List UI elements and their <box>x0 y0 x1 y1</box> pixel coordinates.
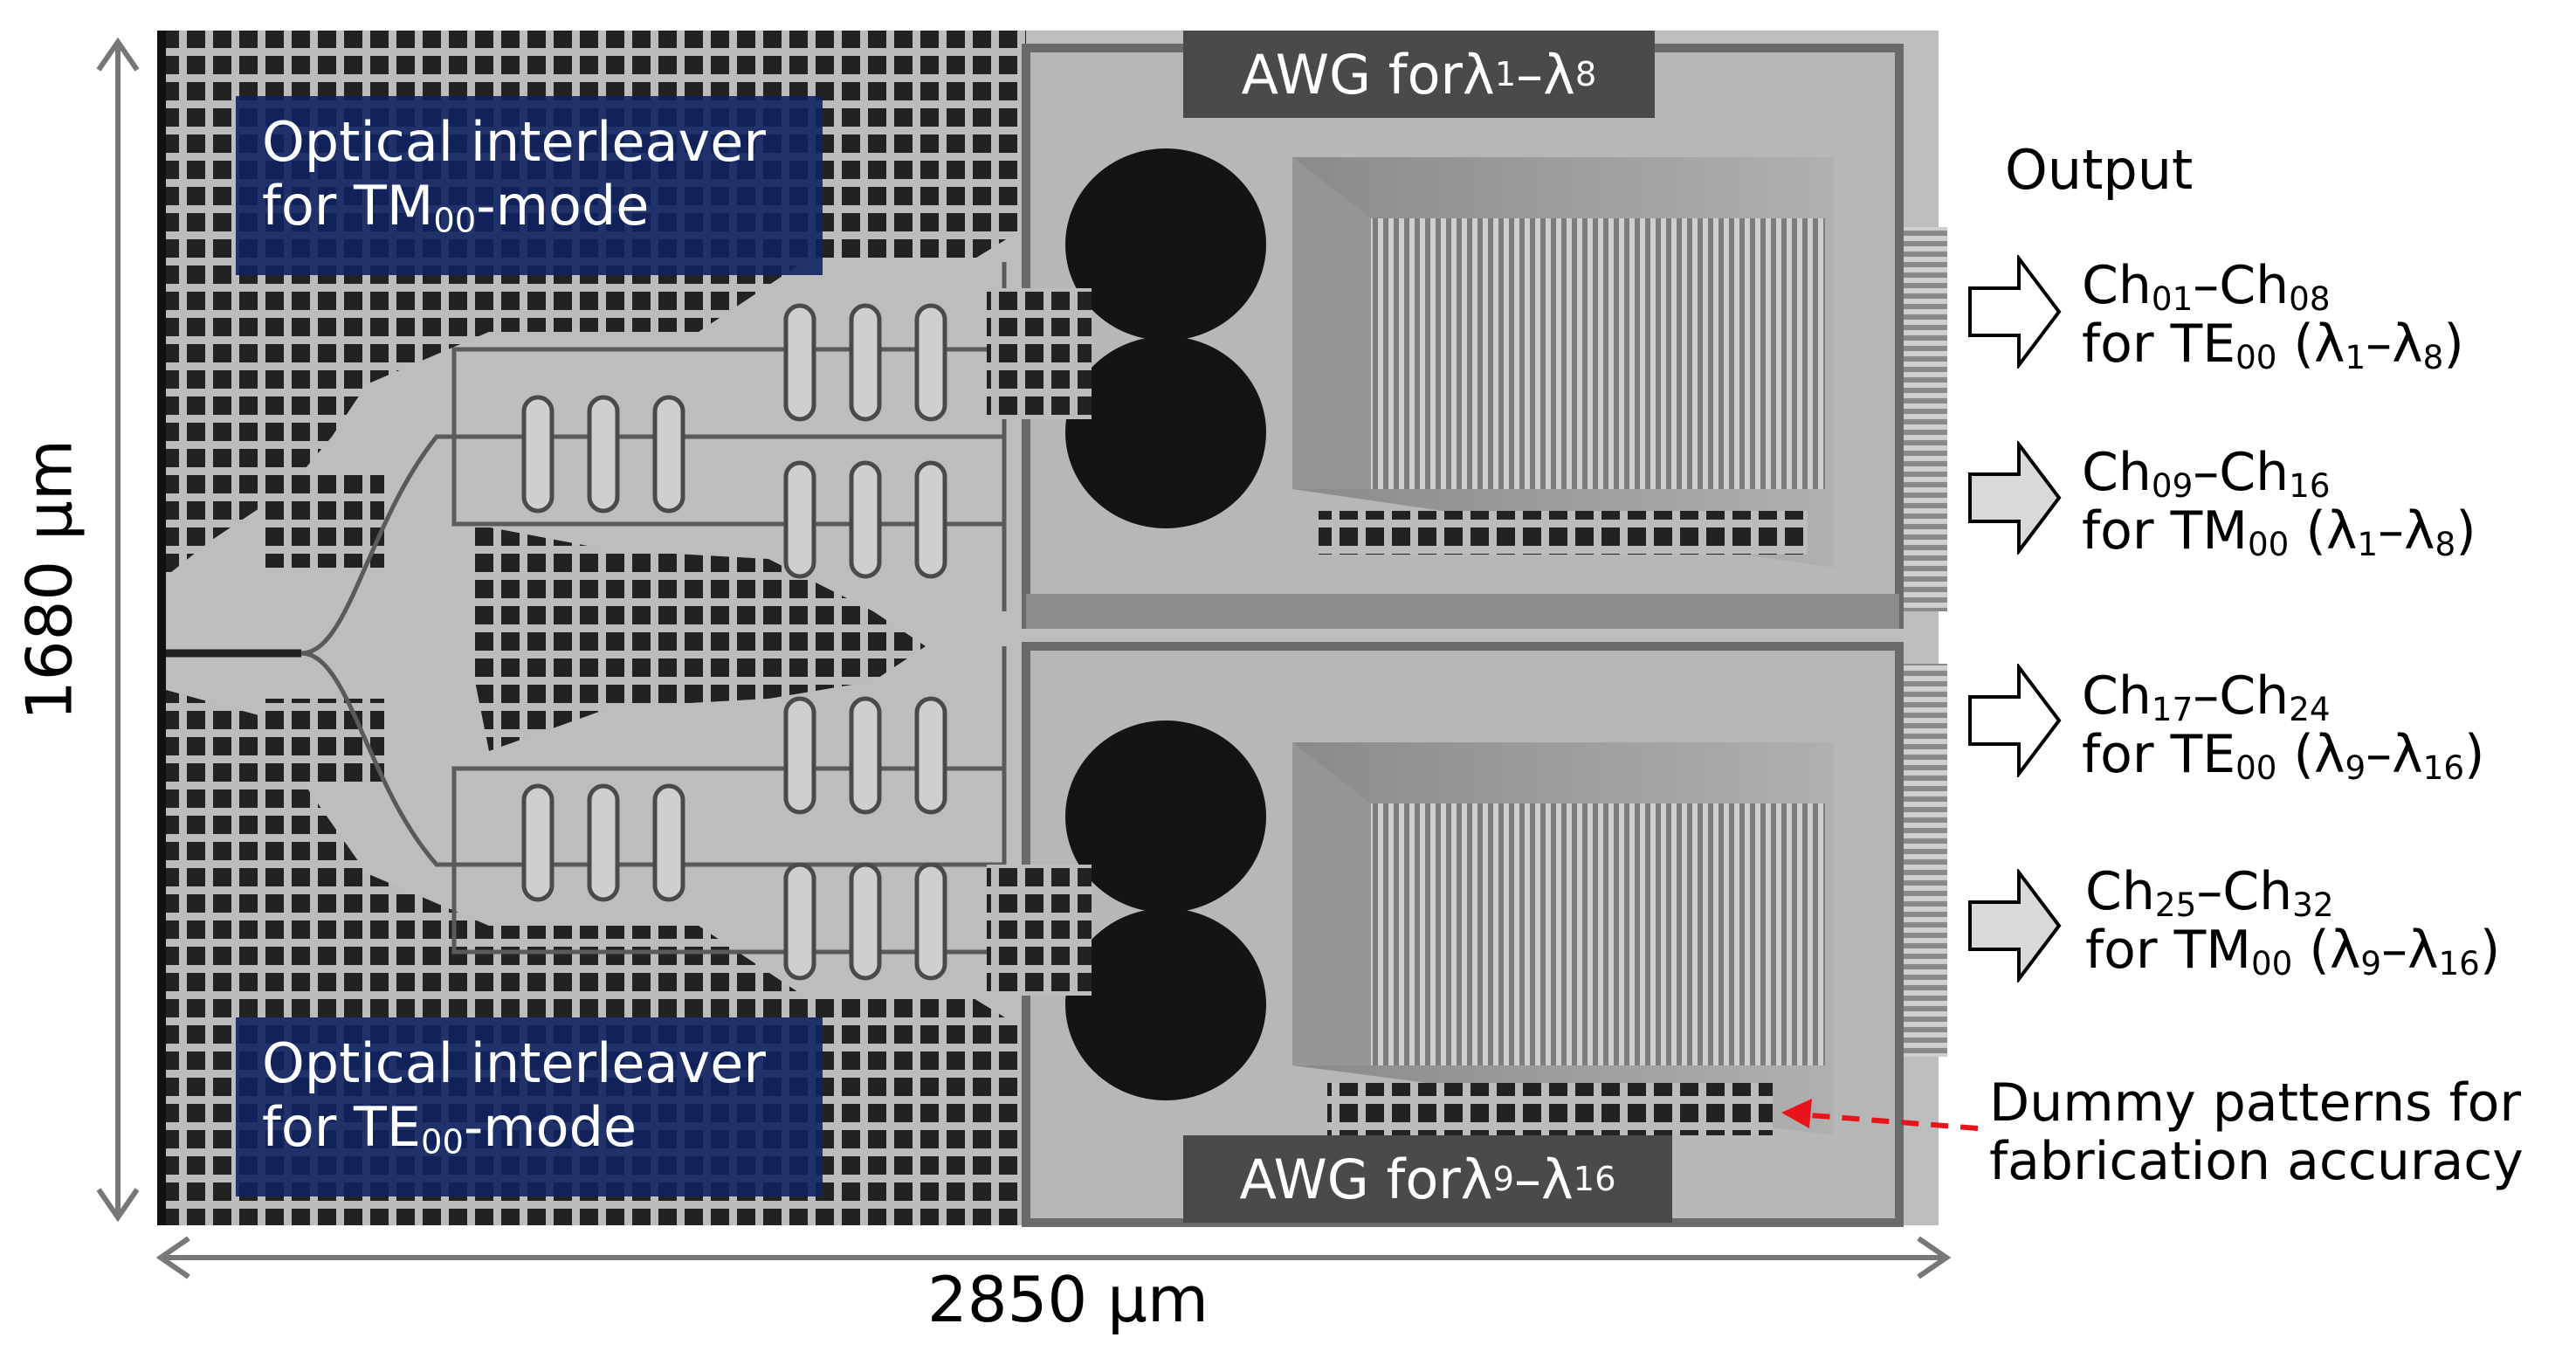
dummy-annotation-arrow <box>1781 1099 1979 1131</box>
height-dimension-label: 1680 μm <box>12 438 86 720</box>
interleaver-te-label: Optical interleaver for TE00-mode <box>236 1017 823 1196</box>
output-channel: Ch17–Ch24 for TE00 (λ9–λ16) <box>2082 665 2485 787</box>
grey-right-arrow-icon <box>1968 869 2062 982</box>
dummy-field-center <box>472 524 926 751</box>
dummy-strip-top <box>1319 511 1808 555</box>
width-dimension-arrow <box>155 1236 1952 1279</box>
interleaver-rings <box>521 303 947 981</box>
width-dimension-label: 2850 μm <box>927 1263 1209 1336</box>
dummy-pattern-note: Dummy patterns for fabrication accuracy <box>1989 1072 2524 1193</box>
grey-right-arrow-icon <box>1968 441 2062 555</box>
hollow-right-arrow-icon <box>1968 664 2062 777</box>
hollow-right-arrow-icon <box>1968 255 2062 369</box>
interleaver-tm-label: Optical interleaver for TM00-mode <box>236 96 823 275</box>
output-channel: Ch25–Ch32 for TM00 (λ9–λ16) <box>2085 861 2501 982</box>
dummy-strip-bottom <box>1327 1083 1773 1135</box>
awg-top-structure <box>1022 44 1947 629</box>
output-channel: Ch01–Ch08 for TE00 (λ1–λ8) <box>2082 255 2464 376</box>
output-title: Output <box>2005 138 2194 202</box>
output-channel: Ch09–Ch16 for TM00 (λ1–λ8) <box>2082 442 2476 563</box>
height-dimension-arrow <box>96 37 140 1223</box>
